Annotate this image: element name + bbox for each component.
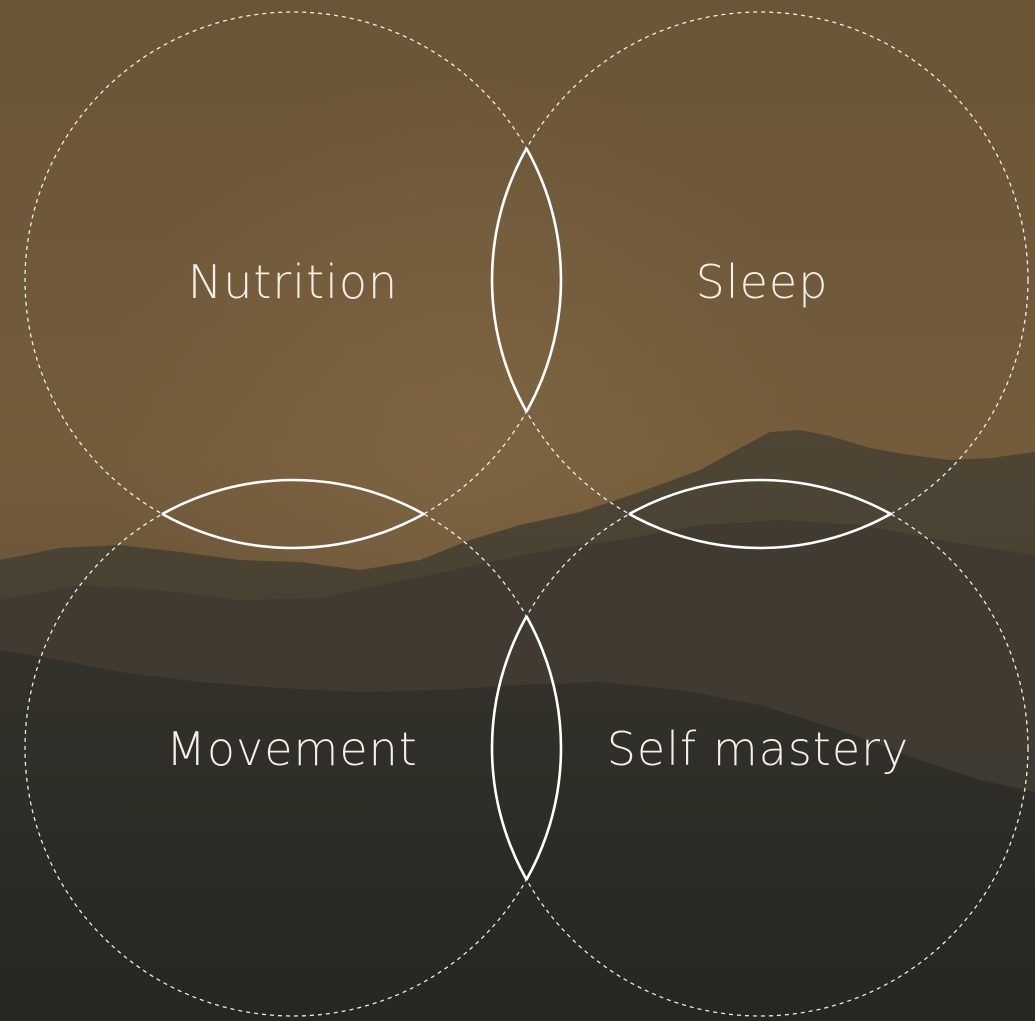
nutrition-label: Nutrition <box>188 255 398 309</box>
sleep-label: Sleep <box>696 255 829 309</box>
self-mastery-label: Self mastery <box>607 722 910 776</box>
overlap-outlines <box>25 12 1028 1016</box>
movement-label: Movement <box>166 722 418 776</box>
